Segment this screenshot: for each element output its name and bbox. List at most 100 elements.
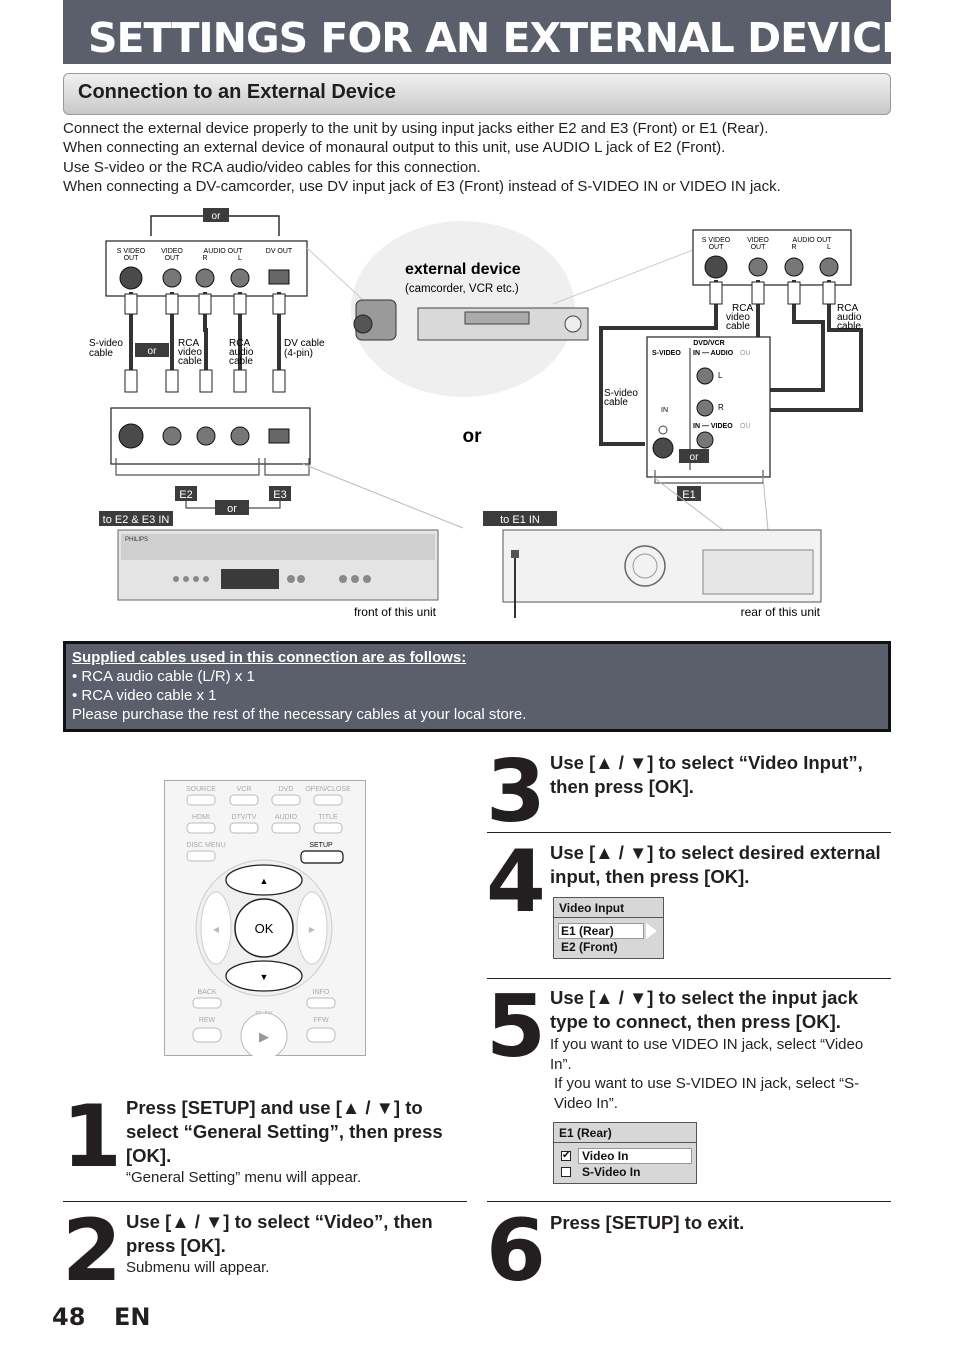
svg-text:or: or [148, 346, 158, 357]
menu-option-video-in[interactable]: Video In [582, 1149, 629, 1163]
svg-text:R: R [791, 244, 796, 251]
svg-text:DISC MENU: DISC MENU [186, 842, 225, 849]
intro-line: Connect the external device properly to … [63, 120, 769, 137]
svg-text:OUT: OUT [124, 255, 140, 262]
header-bar [63, 0, 891, 64]
step-divider [487, 1201, 891, 1202]
svg-text:▲: ▲ [260, 876, 269, 886]
svg-text:▼: ▼ [260, 972, 269, 982]
section-bar [63, 73, 891, 115]
step-4-number: 4 [486, 832, 546, 932]
svg-text:RCA: RCA [229, 338, 250, 349]
menu-option-svideo-in[interactable]: S-Video In [582, 1165, 641, 1179]
svg-text:◀: ◀ [213, 925, 220, 934]
cables-title: Supplied cables used in this connection … [72, 649, 467, 666]
svg-text:BACK: BACK [197, 989, 216, 996]
step-divider [487, 978, 891, 979]
svg-text:AUDIO OUT: AUDIO OUT [204, 248, 244, 255]
intro-line: Use S-video or the RCA audio/video cable… [63, 158, 481, 176]
step-divider [487, 832, 891, 833]
svg-text:E1: E1 [682, 489, 695, 501]
svg-text:VIDEO: VIDEO [161, 248, 183, 255]
svg-text:DVD/VCR: DVD/VCR [693, 340, 725, 347]
menu-option-e1-rear[interactable]: E1 (Rear) [561, 924, 614, 938]
svg-text:VIDEO: VIDEO [747, 237, 769, 244]
svg-text:to E1 IN: to E1 IN [500, 514, 540, 526]
svg-text:or: or [463, 426, 483, 447]
svg-text:to E2 & E3 IN: to E2 & E3 IN [103, 514, 170, 526]
step-3-title: Use [▲ / ▼] to select “Video Input”, the… [550, 752, 863, 797]
page-number: 48 [52, 1303, 86, 1331]
svg-text:OU: OU [740, 350, 751, 357]
cables-note: Please purchase the rest of the necessar… [72, 706, 527, 723]
step-2-note: Submenu will appear. [126, 1259, 270, 1276]
svg-text:cable: cable [726, 321, 750, 332]
svg-text:AUDIO: AUDIO [275, 814, 298, 821]
svg-text:OK: OK [255, 921, 274, 936]
step-6-number: 6 [486, 1201, 546, 1301]
menu-option-e2-front[interactable]: E2 (Front) [561, 940, 618, 954]
svg-text:DV OUT: DV OUT [266, 248, 293, 255]
svg-text:R: R [718, 403, 724, 412]
step-5-note-svideo: If you want to use S-VIDEO IN jack, sele… [554, 1075, 860, 1112]
svg-text:L: L [827, 244, 831, 251]
svg-text:or: or [227, 503, 237, 515]
svg-text:S-video: S-video [604, 388, 638, 399]
svg-text:OUT: OUT [165, 255, 181, 262]
svg-text:OPEN/CLOSE: OPEN/CLOSE [305, 786, 351, 793]
step-divider [63, 1201, 467, 1202]
svg-text:E3: E3 [273, 489, 286, 501]
svg-text:L: L [238, 255, 242, 262]
svg-text:OU: OU [740, 423, 751, 430]
svg-text:IN — AUDIO: IN — AUDIO [693, 350, 734, 357]
menu-selection [578, 1148, 692, 1164]
svg-text:▶: ▶ [309, 925, 316, 934]
svg-text:TITLE: TITLE [318, 814, 337, 821]
svg-text:DVD: DVD [279, 786, 294, 793]
intro-line: When connecting a DV-camcorder, use DV i… [63, 177, 781, 195]
svg-text:DTV/TV: DTV/TV [232, 814, 257, 821]
svg-text:RCA: RCA [837, 303, 858, 314]
svg-text:R: R [202, 255, 207, 262]
svg-text:audio: audio [837, 312, 862, 323]
svg-text:(camcorder, VCR etc.): (camcorder, VCR etc.) [405, 283, 519, 295]
menu-title: Video Input [559, 901, 625, 915]
svg-text:L: L [718, 371, 723, 380]
step-2-title: Use [▲ / ▼] to select “Video”, then pres… [126, 1211, 433, 1256]
svg-text:RCA: RCA [178, 338, 199, 349]
connection-diagram: or S VIDEO OUT VIDEO OUT AUDIO OUT R L D… [63, 200, 891, 628]
svg-text:cable: cable [229, 356, 253, 367]
remote-control-illustration: SOURCE VCR DVD OPEN/CLOSE HDMI DTV/TV AU… [164, 780, 366, 1056]
e1-input-type-menu: E1 (Rear) ✔ Video In S-Video In [553, 1122, 697, 1184]
video-input-menu: Video Input E1 (Rear) E2 (Front) [553, 897, 664, 959]
svg-text:audio: audio [229, 347, 254, 358]
svg-text:S-video: S-video [89, 338, 123, 349]
svg-text:PHILIPS: PHILIPS [125, 537, 148, 543]
svg-text:rear of this unit: rear of this unit [741, 605, 821, 619]
svg-text:INFO: INFO [313, 989, 330, 996]
svg-text:▶: ▶ [259, 1029, 269, 1044]
svg-text:S-VIDEO: S-VIDEO [652, 350, 681, 357]
svg-text:cable: cable [837, 321, 861, 332]
svg-text:video: video [726, 312, 750, 323]
svg-text:cable: cable [89, 348, 113, 359]
checkbox-icon[interactable] [561, 1167, 571, 1177]
intro-text: Connect the external device properly to … [63, 119, 891, 196]
svg-text:cable: cable [178, 356, 202, 367]
checkbox-checked-icon[interactable]: ✔ [561, 1150, 571, 1161]
svg-text:(4-pin): (4-pin) [284, 348, 313, 359]
step-4-title: Use [▲ / ▼] to select desired external i… [550, 842, 881, 887]
svg-text:VCR: VCR [237, 786, 252, 793]
cable-item: • RCA video cable x 1 [72, 687, 217, 704]
step-1-title: Press [SETUP] and use [▲ / ▼] to select … [126, 1097, 443, 1166]
step-1-note: “General Setting” menu will appear. [126, 1169, 362, 1186]
step-3-number: 3 [486, 742, 546, 842]
step-5-number: 5 [486, 977, 546, 1077]
svg-text:FFW: FFW [313, 1017, 329, 1024]
intro-line: When connecting an external device of mo… [63, 139, 726, 157]
arrow-right-icon [646, 923, 657, 939]
step-5-title: Use [▲ / ▼] to select the input jack typ… [550, 987, 859, 1032]
svg-text:E2: E2 [179, 489, 192, 501]
svg-text:SETUP: SETUP [309, 842, 333, 849]
page-title: SETTINGS FOR AN EXTERNAL DEVICE [88, 14, 909, 62]
